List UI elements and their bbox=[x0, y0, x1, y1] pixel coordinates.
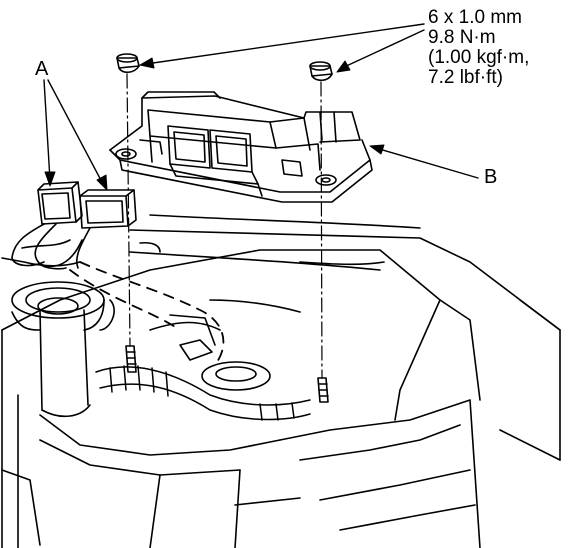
floor-post bbox=[11, 281, 105, 418]
torque-lbf-text: 7.2 lbf·ft) bbox=[428, 67, 503, 88]
srs-unit-b bbox=[109, 91, 373, 203]
alignment-lines bbox=[126, 73, 323, 379]
bolt-size-text: 6 x 1.0 mm bbox=[428, 7, 522, 28]
mounting-nuts bbox=[116, 53, 333, 82]
torque-spec: 6 x 1.0 mm 9.8 N·m (1.00 kgf·m, 7.2 lbf·… bbox=[428, 8, 529, 88]
callout-label-a: A bbox=[35, 58, 49, 80]
floor-panel bbox=[1, 214, 561, 548]
leader-lines bbox=[43, 23, 479, 187]
callout-label-b: B bbox=[484, 166, 498, 188]
floor-boss-right bbox=[169, 314, 271, 391]
connectors-a bbox=[11, 181, 137, 270]
harness-routing-guide bbox=[69, 261, 225, 366]
torque-kgf-text: (1.00 kgf·m, bbox=[428, 47, 530, 68]
mounting-studs bbox=[125, 345, 329, 403]
torque-nm-text: 9.8 N·m bbox=[428, 27, 496, 48]
arrowheads bbox=[44, 57, 385, 191]
